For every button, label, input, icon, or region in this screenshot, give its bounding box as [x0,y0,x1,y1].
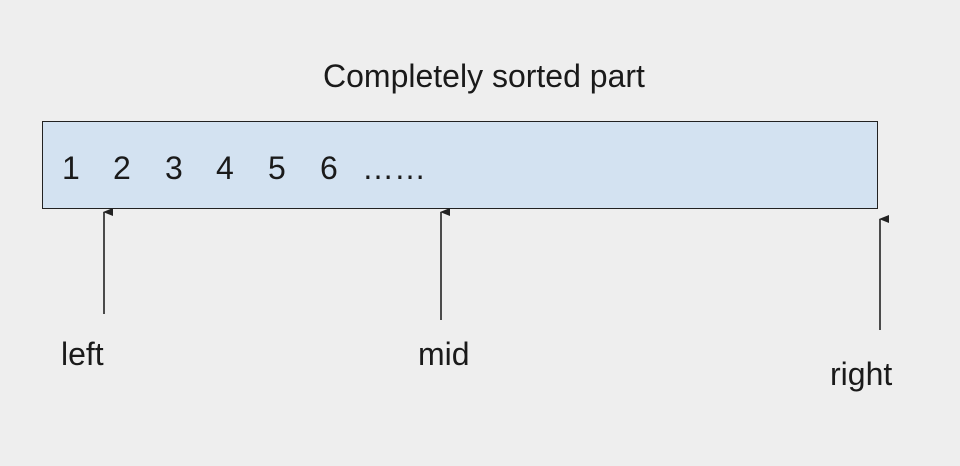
array-element-3: 3 [165,150,183,186]
diagram-title: Completely sorted part [323,56,703,96]
array-element-2: 2 [113,150,131,186]
left-pointer-label: left [61,336,104,372]
right-pointer-label: right [830,356,893,392]
array-element-6: 6 [320,150,338,186]
diagram-title-text: Completely sorted part [323,58,645,94]
array-ellipsis: …… [362,150,426,186]
array-element-1: 1 [62,150,80,186]
sorted-array-box [42,121,878,209]
array-element-4: 4 [216,150,234,186]
mid-pointer-label: mid [418,336,470,372]
array-element-5: 5 [268,150,286,186]
